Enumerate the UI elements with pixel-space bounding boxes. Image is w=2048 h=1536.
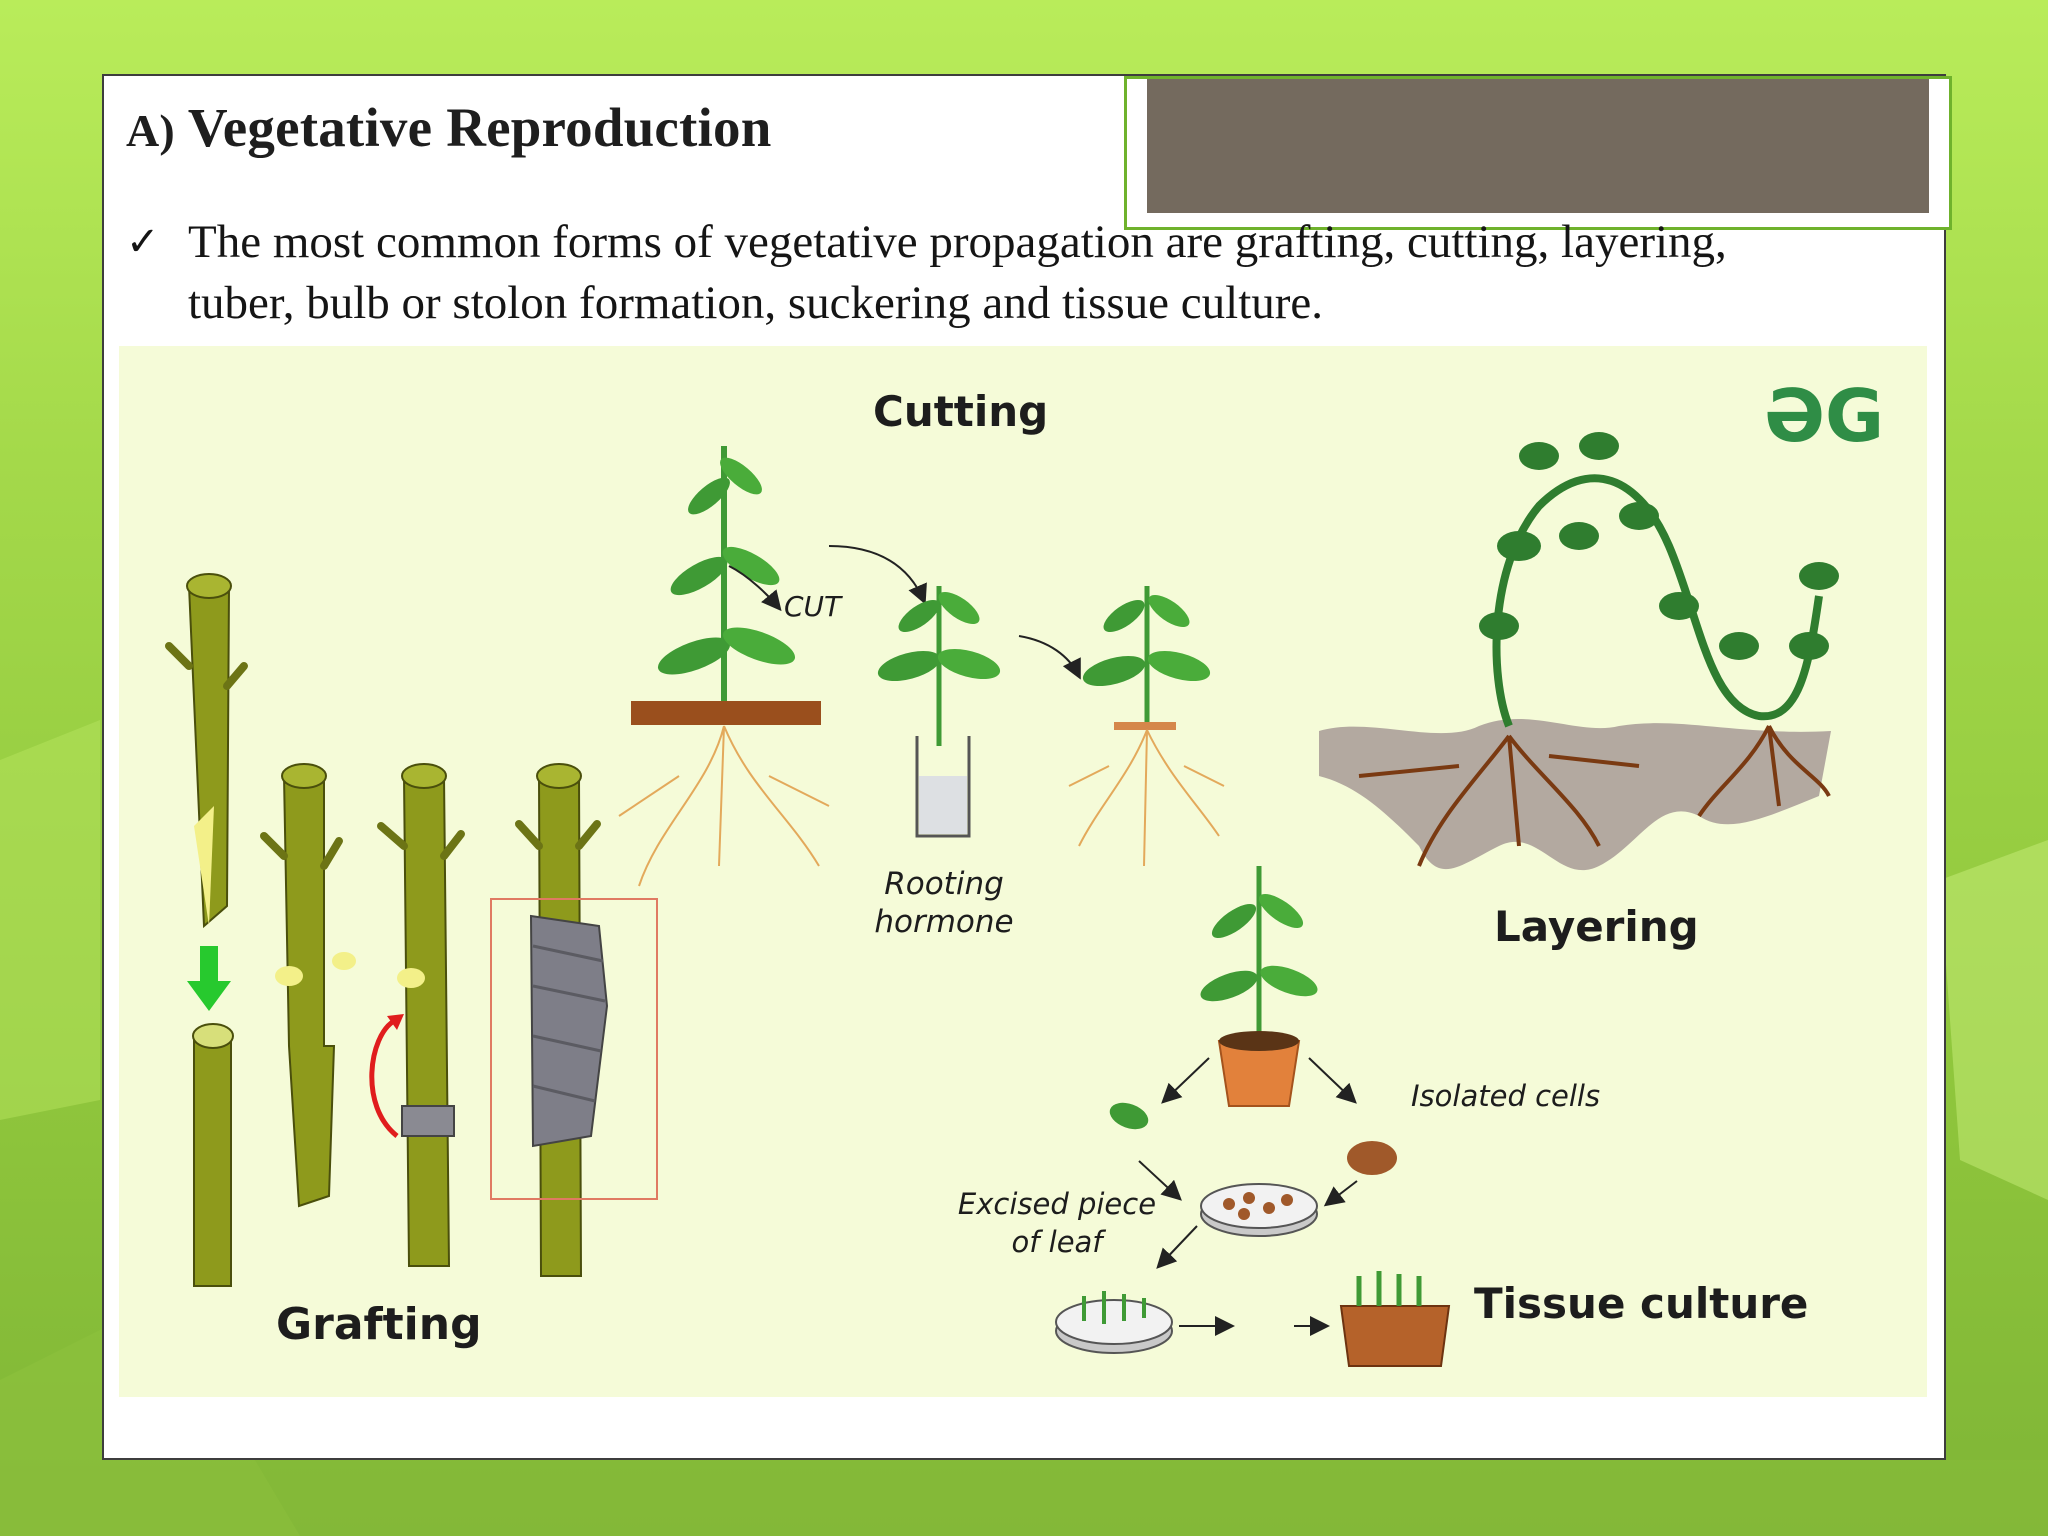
heading-text: Vegetative Reproduction xyxy=(187,97,772,158)
propagation-figure: ƏG xyxy=(119,346,1927,1397)
bullet-line-1: The most common forms of vegetative prop… xyxy=(188,216,1727,268)
title-placeholder-fill xyxy=(1147,79,1929,213)
label-layering: Layering xyxy=(1494,902,1699,951)
cutting-illustration xyxy=(618,446,1225,887)
label-tissue-culture: Tissue culture xyxy=(1474,1279,1808,1328)
label-excised-1: Excised piece xyxy=(958,1187,1156,1221)
slide-heading: A) Vegetative Reproduction xyxy=(126,96,772,159)
label-rooting-1: Rooting xyxy=(884,866,1004,902)
checkmark-icon: ✓ xyxy=(126,219,160,265)
grafting-illustration xyxy=(165,573,658,1287)
layering-illustration xyxy=(1319,432,1839,871)
bullet-text: The most common forms of vegetative prop… xyxy=(188,212,1988,334)
logo-icon: ƏG xyxy=(1764,374,1884,458)
label-excised-2: of leaf xyxy=(1011,1225,1106,1259)
bullet-line-2: tuber, bulb or stolon formation, suckeri… xyxy=(188,277,1324,329)
heading-prefix: A) xyxy=(126,105,175,156)
label-cutting: Cutting xyxy=(873,387,1048,436)
figure-illustration: ƏG xyxy=(165,374,1884,1367)
label-cut: CUT xyxy=(784,590,843,623)
title-placeholder-box xyxy=(1124,76,1952,230)
label-grafting: Grafting xyxy=(276,1299,482,1350)
tissue-culture-illustration xyxy=(1055,866,1451,1367)
label-isolated-cells: Isolated cells xyxy=(1411,1079,1600,1113)
label-rooting-2: hormone xyxy=(874,904,1013,940)
